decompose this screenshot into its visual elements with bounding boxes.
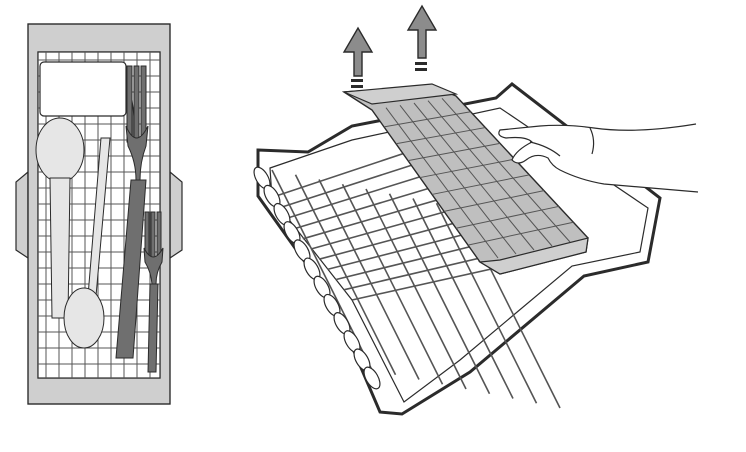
tray-front-lip: [478, 237, 589, 275]
basket-wire: [412, 198, 514, 399]
spoon-icon: [35, 117, 85, 319]
basket-wire: [365, 188, 467, 390]
tray-grid: [383, 98, 574, 259]
up-arrow-icon: [406, 4, 438, 71]
tray-grid-line: [427, 100, 553, 247]
tray-grid-line: [413, 102, 535, 251]
cutlery-tray-removal: [253, 4, 699, 416]
fork-icon: [115, 65, 149, 359]
basket-wire: [435, 202, 538, 404]
basket-wire: [341, 183, 444, 385]
rack-left-wing: [15, 170, 29, 260]
rack-label-window: [39, 61, 127, 117]
teaspoon-icon: [63, 137, 111, 349]
wire-basket-icon: [253, 82, 662, 416]
rack-right-wing: [169, 170, 183, 260]
basket-wire: [318, 179, 420, 380]
cutlery-tray: [341, 83, 589, 275]
tray-grid-line: [385, 107, 499, 259]
hand-icon: [498, 123, 699, 193]
basket-wire: [294, 174, 397, 376]
basket-tines: [253, 166, 381, 390]
basket-wires: [269, 137, 561, 409]
up-arrow-icon: [342, 26, 374, 88]
basket-tine: [363, 366, 381, 390]
tray-grid-line: [399, 105, 517, 255]
tray-grid-line: [441, 98, 571, 243]
small-fork-icon: [143, 211, 164, 373]
tray-top-lip: [343, 83, 459, 105]
basket-wire: [388, 193, 491, 395]
cutlery-rack: [15, 23, 183, 405]
